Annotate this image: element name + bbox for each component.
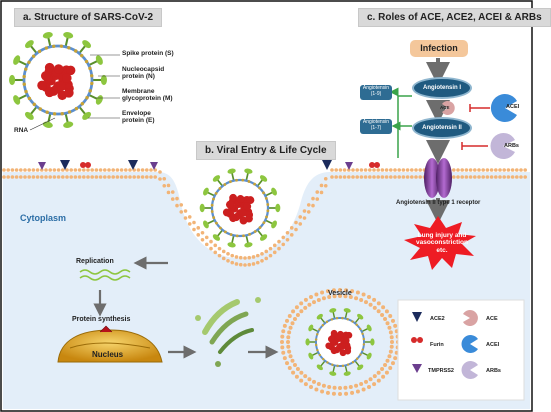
legend-tmprss2: TMPRSS2 <box>428 368 454 374</box>
structure-leader-lines <box>29 54 120 131</box>
acei-inhibitor-shape <box>490 94 517 122</box>
legend-icons <box>411 309 478 380</box>
rna-replication-wave <box>79 269 131 275</box>
label-envelope: Envelope protein (E) <box>122 110 155 125</box>
golgi-graphic <box>195 297 261 367</box>
angiotensin-1-7-box: Angiotensin (1-7) <box>360 119 392 134</box>
label-spike: Spike protein (S) <box>122 50 174 57</box>
panel-c-title: c. Roles of ACE, ACE2, ACEI & ARBs <box>358 8 551 27</box>
label-membrane: Membrane glycoprotein (M) <box>122 88 173 103</box>
label-nucleocapsid: Nucleocapsid protein (N) <box>122 66 165 81</box>
legend-acei: ACEI <box>486 342 500 348</box>
virion-entering <box>199 168 281 248</box>
legend-furin: Furin <box>430 342 444 348</box>
legend-ace: ACE <box>486 316 498 322</box>
angiotensin-1-9-box: Angiotensin (1-9) <box>360 85 392 100</box>
panel-b-title: b. Viral Entry & Life Cycle <box>196 141 336 160</box>
angiotensin-ii-node: Angiotensin II <box>412 117 472 139</box>
pathway-arrows <box>389 58 490 224</box>
legend-ace2: ACE2 <box>430 316 445 322</box>
ace-pathway-label: ACE <box>440 105 450 110</box>
infection-box: Infection <box>410 40 468 57</box>
acei-pathway-label: ACEI <box>506 104 520 110</box>
lung-injury-burst <box>404 216 476 270</box>
rna-replication-wave-2 <box>79 275 131 281</box>
vesicle-label: Vesicle <box>328 290 352 297</box>
membrane-receptors <box>38 160 380 170</box>
vesicle-graphic <box>280 288 400 396</box>
protein-synthesis-label: Protein synthesis <box>72 316 131 323</box>
lifecycle-arrows <box>93 256 279 359</box>
outcome-label: Lung injury and vasoconstriction etc. <box>415 232 468 254</box>
cytoplasm-label: Cytoplasm <box>20 213 67 223</box>
label-rna: RNA <box>14 127 29 134</box>
virion-structure <box>9 32 107 128</box>
cell-membrane <box>2 168 527 267</box>
legend-arbs: ARBs <box>486 368 501 374</box>
ace-enzyme-shape <box>442 101 455 115</box>
nucleus-graphic <box>57 325 163 363</box>
angiotensin-i-node: Angiotensin I <box>412 77 472 99</box>
arbs-blocker-shape <box>490 133 515 160</box>
at1-receptor-graphic <box>424 158 452 198</box>
nucleus-label: Nucleus <box>92 350 124 359</box>
panel-a-title: a. Structure of SARS-CoV-2 <box>14 8 163 27</box>
diagram-canvas <box>0 0 533 412</box>
receptor-label: Angiotensin II type 1 receptor <box>396 200 481 206</box>
replication-label: Replication <box>76 258 114 265</box>
figure-border <box>0 0 533 412</box>
arbs-pathway-label: ARBs <box>504 143 519 149</box>
